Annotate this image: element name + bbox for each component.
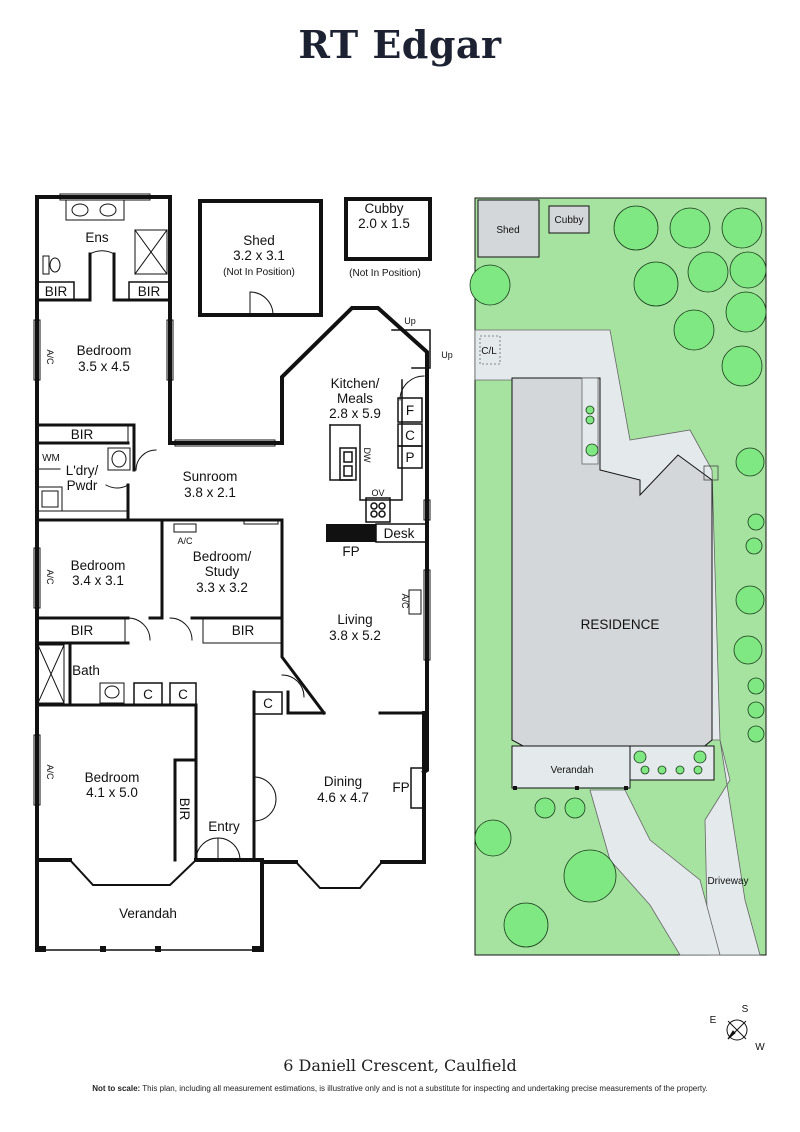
floor-plan-labels: Ens BIR BIR Bedroom 3.5 x 4.5 BIR WM L'd… <box>42 201 453 921</box>
room-study-name: Bedroom/ <box>193 549 252 564</box>
room-laundry-name: L'dry/ <box>66 463 99 478</box>
site-plan: Shed Cubby C/L RESIDENCE Verandah Drivew… <box>469 197 767 956</box>
cupboard-label: C <box>263 696 273 711</box>
floor-and-site-plan: Ens BIR BIR Bedroom 3.5 x 4.5 BIR WM L'd… <box>33 193 767 1050</box>
room-dining-dims: 4.6 x 4.7 <box>317 790 369 805</box>
doors <box>89 250 425 861</box>
site-shed <box>477 199 540 258</box>
cupboard-label: C <box>405 428 415 443</box>
room-living-dims: 3.8 x 5.2 <box>329 628 381 643</box>
site-shed-label: Shed <box>496 225 519 236</box>
site-cubby-label: Cubby <box>555 215 584 226</box>
site-cl-label: C/L <box>481 346 497 357</box>
cl-box <box>479 335 501 365</box>
cupboard-label: C <box>178 687 188 702</box>
shed-dims: 3.2 x 3.1 <box>233 248 285 263</box>
room-verandah: Verandah <box>119 906 177 921</box>
fp-label: FP <box>392 780 409 795</box>
compass-e: E <box>710 1015 717 1026</box>
front-path <box>589 789 721 956</box>
room-bath: Bath <box>72 663 100 678</box>
shed-name: Shed <box>243 233 275 248</box>
outer-walls <box>35 195 429 952</box>
shed-note: (Not In Position) <box>223 267 295 278</box>
brand-logo: RT Edgar <box>298 22 502 67</box>
trees <box>469 205 767 948</box>
room-bedroom-1-name: Bedroom <box>77 343 132 358</box>
property-address: 6 Daniell Crescent, Caulfield <box>283 1056 517 1075</box>
ac-label: A/C <box>177 536 193 546</box>
disclaimer: Not to scale: This plan, including all m… <box>0 1084 800 1093</box>
room-laundry-name2: Pwdr <box>67 478 98 493</box>
pantry-label: P <box>405 450 414 465</box>
room-bedroom-1-dims: 3.5 x 4.5 <box>78 359 130 374</box>
compass-icon: N E S W <box>710 1004 766 1050</box>
cubby-name: Cubby <box>364 201 403 216</box>
cubby-note: (Not In Position) <box>349 268 421 279</box>
bath-fixtures <box>37 644 125 704</box>
up-label: Up <box>404 316 416 326</box>
site-cubby <box>548 205 590 234</box>
wm-label: WM <box>42 453 60 464</box>
ac-label: A/C <box>45 764 55 780</box>
shed-walls <box>198 199 323 317</box>
compass-s: S <box>742 1004 749 1015</box>
room-sunroom-name: Sunroom <box>183 469 238 484</box>
bay-window-right <box>294 860 384 889</box>
site-driveway-label: Driveway <box>707 876 748 887</box>
cubby-dims: 2.0 x 1.5 <box>358 216 410 231</box>
disclaimer-lead: Not to scale: <box>92 1084 141 1093</box>
room-dining-name: Dining <box>324 774 362 789</box>
verandah-roof <box>511 745 631 789</box>
room-sunroom-dims: 3.8 x 2.1 <box>184 485 236 500</box>
ac-label: A/C <box>400 593 410 609</box>
compass-n: N <box>718 1049 725 1050</box>
room-study-name2: Study <box>205 564 240 579</box>
room-living-name: Living <box>337 612 372 627</box>
dw-label: DW <box>362 448 372 463</box>
compass-w: W <box>755 1042 765 1050</box>
up-label: Up <box>441 350 453 360</box>
kitchen-fixtures <box>329 329 431 523</box>
room-bedroom-3-dims: 4.1 x 5.0 <box>86 785 138 800</box>
disclaimer-text: This plan, including all measurement est… <box>142 1084 708 1093</box>
room-bedroom-2-name: Bedroom <box>71 558 126 573</box>
bir-label: BIR <box>45 284 68 299</box>
desk-label: Desk <box>384 526 415 541</box>
ensuite-fixtures <box>42 199 168 275</box>
room-kitchen-name: Kitchen/ <box>331 376 380 391</box>
ov-label: OV <box>371 488 384 498</box>
ac-label: A/C <box>45 569 55 585</box>
room-kitchen-name2: Meals <box>337 391 373 406</box>
room-entry: Entry <box>208 819 240 834</box>
bir-label: BIR <box>71 623 94 638</box>
site-residence-label: RESIDENCE <box>581 617 660 632</box>
site-verandah-label: Verandah <box>551 765 594 776</box>
bir-label: BIR <box>138 284 161 299</box>
room-study-dims: 3.3 x 3.2 <box>196 580 248 595</box>
bay-window-left <box>68 858 198 886</box>
bir-label: BIR <box>177 798 192 821</box>
laundry-fixtures <box>36 447 131 512</box>
bir-label: BIR <box>232 623 255 638</box>
cupboard-label: C <box>143 687 153 702</box>
fridge-label: F <box>406 403 414 418</box>
room-bedroom-3-name: Bedroom <box>85 770 140 785</box>
room-kitchen-dims: 2.8 x 5.9 <box>329 406 381 421</box>
ac-label: A/C <box>45 349 55 365</box>
room-ens: Ens <box>85 230 109 245</box>
fp-label: FP <box>342 544 359 559</box>
cubby-walls <box>344 197 432 261</box>
room-bedroom-2-dims: 3.4 x 3.1 <box>72 573 124 588</box>
windows <box>33 193 431 806</box>
bir-label: BIR <box>71 427 94 442</box>
floor-plan <box>33 193 432 952</box>
